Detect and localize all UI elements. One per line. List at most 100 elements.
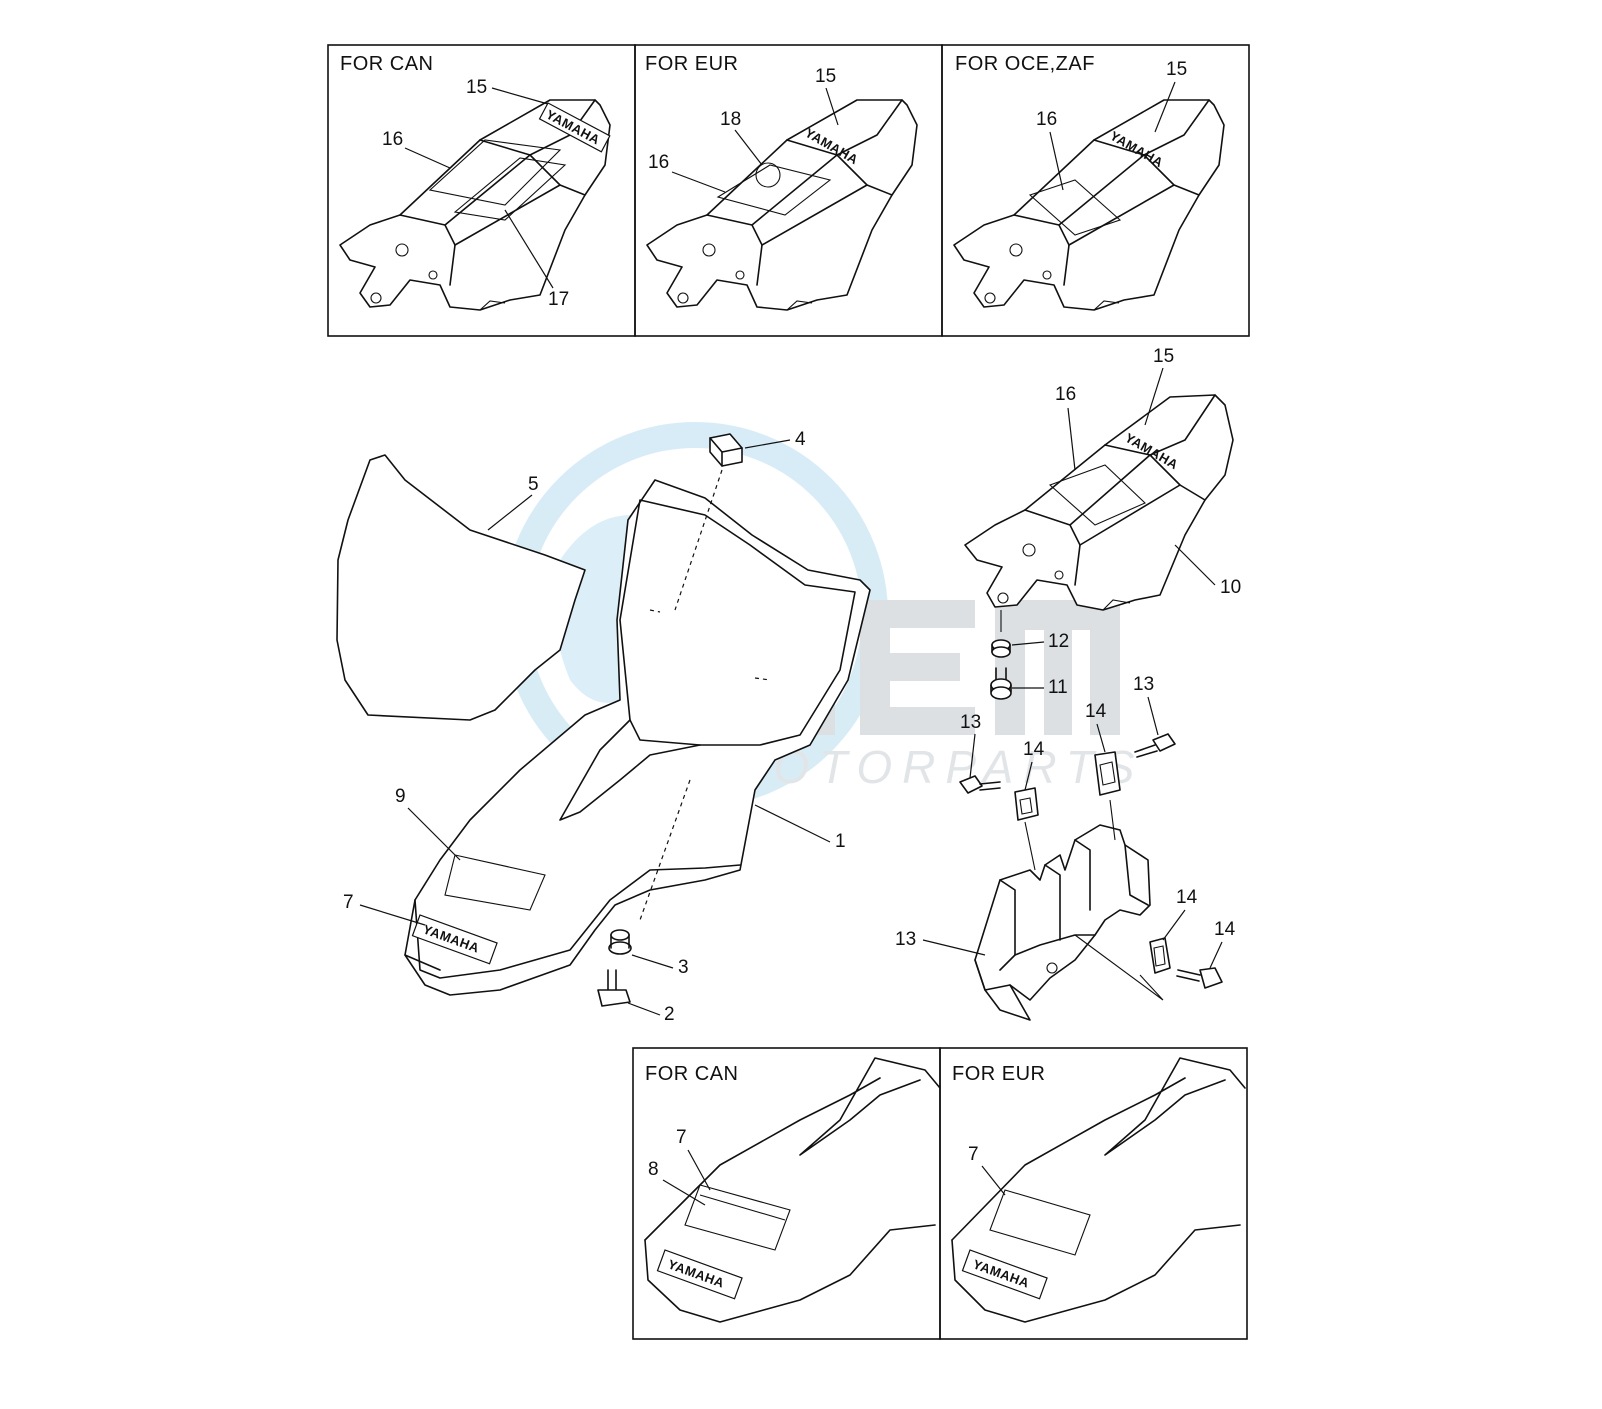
- inset-frame-bottom-can: [632, 1047, 941, 1340]
- callout-2: 2: [664, 1004, 675, 1025]
- leader-15: [1144, 367, 1164, 426]
- callout-15: 15: [1166, 59, 1187, 80]
- callout-18: 18: [720, 109, 741, 130]
- callout-14: 14: [1176, 887, 1198, 908]
- callout-15: 15: [466, 77, 487, 98]
- leader-16: [1067, 407, 1076, 471]
- callout-13: 14: [1214, 919, 1236, 940]
- decal-panel-17: [453, 157, 567, 221]
- leader-17: [504, 209, 554, 289]
- inset-title-top-oce-zaf: FOR OCE,ZAF: [955, 53, 1095, 75]
- inset-top-eur: FOR EUR YAMAHA 15 18 16: [645, 53, 918, 311]
- guide-4: [674, 469, 723, 611]
- leader-14: [1096, 723, 1106, 753]
- callout-11: 12: [1048, 631, 1069, 652]
- part-9-rear-seat: [964, 394, 1234, 611]
- leader-14: [1024, 761, 1033, 791]
- callout-16: 16: [1036, 109, 1057, 130]
- leader-15: [491, 87, 549, 105]
- part-5-seat-pad: [336, 454, 586, 721]
- callout-5: 5: [528, 474, 539, 495]
- decal-panel-16: [1028, 179, 1122, 236]
- inset-title-top-can: FOR CAN: [340, 53, 434, 75]
- inset-top-oce-zaf: FOR OCE,ZAF YAMAHA 15 16: [953, 53, 1225, 311]
- decal-round-18: [755, 162, 781, 188]
- part-1-front-cover: [404, 479, 871, 996]
- part-14-clip: [1149, 937, 1171, 974]
- leader-15: [825, 87, 839, 126]
- callout-14: 14: [1085, 701, 1107, 722]
- yamaha-decal: YAMAHA: [656, 1249, 743, 1300]
- leader-13: [969, 733, 976, 779]
- leader-4: [744, 439, 791, 449]
- leader-2: [627, 1002, 661, 1016]
- leader-11: [1011, 641, 1045, 646]
- part-14-clip: [1094, 751, 1121, 796]
- callout-9: 10: [1220, 577, 1241, 598]
- part-13-bolt: [1134, 733, 1176, 758]
- leader-16: [404, 147, 451, 169]
- callout-14: 14: [1023, 739, 1045, 760]
- callout-16: 16: [382, 129, 403, 150]
- leader-9: [1174, 544, 1216, 586]
- leader-14: [1162, 909, 1186, 941]
- callout-15: 15: [815, 66, 836, 87]
- inset-title-bottom-can: FOR CAN: [645, 1063, 739, 1085]
- inset-bottom-eur: FOR EUR YAMAHA 7: [951, 1057, 1246, 1323]
- part-12-bracket: [974, 824, 1151, 1021]
- decal-panel-8: [699, 1194, 786, 1221]
- callout-7: 7: [968, 1144, 979, 1165]
- leader-16: [1049, 131, 1064, 191]
- part-13-bolt: [1176, 967, 1223, 989]
- callout-17: 17: [548, 289, 569, 310]
- leader-16: [671, 171, 726, 193]
- callout-13: 13: [960, 712, 981, 733]
- guide-3: [639, 779, 691, 921]
- inset-title-top-eur: FOR EUR: [645, 53, 739, 75]
- callout-10: 11: [1048, 677, 1068, 698]
- part-10-bolt: [990, 667, 1012, 700]
- yamaha-decal: YAMAHA: [961, 1249, 1048, 1300]
- callout-7: 9: [395, 786, 406, 807]
- leader-8: [662, 1179, 706, 1206]
- inset-bottom-can: FOR CAN YAMAHA 7 8: [644, 1057, 941, 1323]
- callout-12: 13: [895, 929, 916, 950]
- leader-7: [407, 807, 461, 861]
- leader-7: [687, 1149, 711, 1191]
- leader-3: [631, 954, 674, 969]
- callout-13: 13: [1133, 674, 1154, 695]
- leader-15: [1154, 81, 1176, 133]
- callout-6: 7: [343, 892, 354, 913]
- part-14-clip: [1014, 787, 1039, 821]
- main-assembly: 5 YAMAHA 1 7 9 4: [336, 346, 1241, 1025]
- decal-panel-7: [684, 1184, 791, 1251]
- decal-panel-16: [428, 139, 562, 206]
- leader-18: [734, 129, 763, 166]
- top-inset-row: [327, 44, 1250, 337]
- leader-5: [487, 494, 533, 531]
- leader-6: [359, 904, 426, 926]
- callout-15: 15: [1153, 346, 1174, 367]
- callout-4: 4: [795, 429, 806, 450]
- inset-frame-top-oce-zaf: [941, 44, 1250, 337]
- leader-1: [754, 804, 831, 843]
- callout-3: 3: [678, 957, 689, 978]
- decal-panel-16: [716, 164, 832, 216]
- callout-16: 16: [1055, 384, 1076, 405]
- callout-16: 16: [648, 152, 669, 173]
- inset-top-can: FOR CAN YAMAHA 15 16 17: [339, 53, 611, 311]
- callout-7: 7: [676, 1127, 687, 1148]
- part-4-cushion: [709, 433, 743, 467]
- inset-title-bottom-eur: FOR EUR: [952, 1063, 1046, 1085]
- callout-8: 8: [648, 1159, 659, 1180]
- decal-panel-7: [444, 854, 546, 911]
- part-2-bolt: [597, 969, 631, 1007]
- leader-13: [1209, 941, 1223, 969]
- inset-frame-bottom-eur: [939, 1047, 1248, 1340]
- decal-panel-7: [989, 1189, 1091, 1256]
- leader-12: [922, 939, 986, 956]
- callout-1: 1: [835, 831, 846, 852]
- part-3-collar: [608, 929, 632, 955]
- bottom-inset-row: [632, 1047, 1248, 1340]
